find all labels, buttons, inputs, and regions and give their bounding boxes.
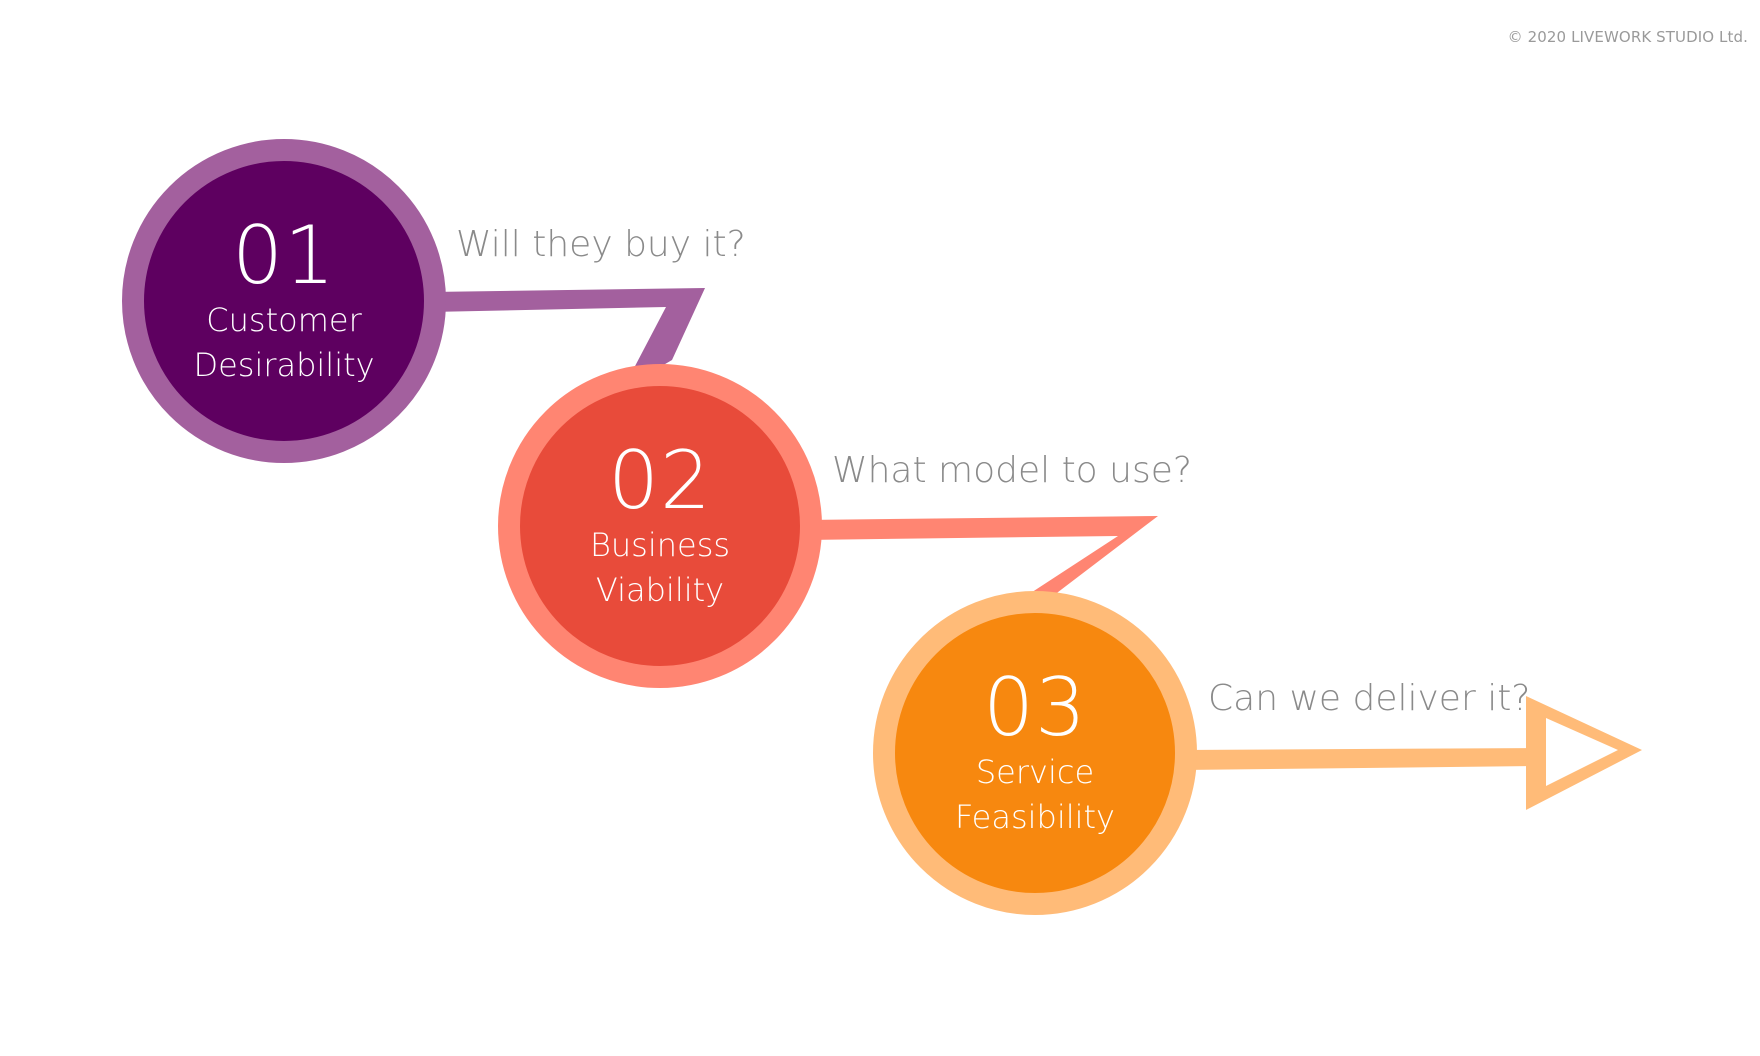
- stage-03-title-line2: Feasibility: [955, 798, 1115, 836]
- stage-01-question: Will they buy it?: [456, 224, 746, 265]
- stage-03-number: 03: [983, 661, 1087, 754]
- copyright-notice: © 2020 LIVEWORK STUDIO Ltd.: [1507, 28, 1748, 46]
- stage-02-number: 02: [608, 434, 712, 527]
- stage-01-circle: 01 Customer Desirability: [122, 139, 446, 463]
- stage-03-circle: 03 Service Feasibility: [873, 591, 1197, 915]
- arrowhead-icon-outline: [1526, 696, 1546, 810]
- stage-02-circle: 02 Business Viability: [498, 364, 822, 688]
- stage-03-question: Can we deliver it?: [1208, 678, 1531, 719]
- stage-01-number: 01: [232, 209, 336, 302]
- connector-01-to-02: [430, 288, 705, 370]
- stage-01-title-line2: Desirability: [193, 346, 375, 384]
- stage-01-title-line1: Customer: [206, 301, 362, 339]
- connector-02-to-03: [805, 516, 1158, 602]
- connector-03-arrow-shaft: [1182, 748, 1540, 770]
- stage-03-title-line1: Service: [975, 753, 1095, 791]
- stage-02-title-line2: Viability: [595, 571, 725, 609]
- arrowhead-icon: [1526, 696, 1642, 810]
- stage-02-question: What model to use?: [832, 450, 1192, 491]
- stage-02-title-line1: Business: [589, 526, 731, 564]
